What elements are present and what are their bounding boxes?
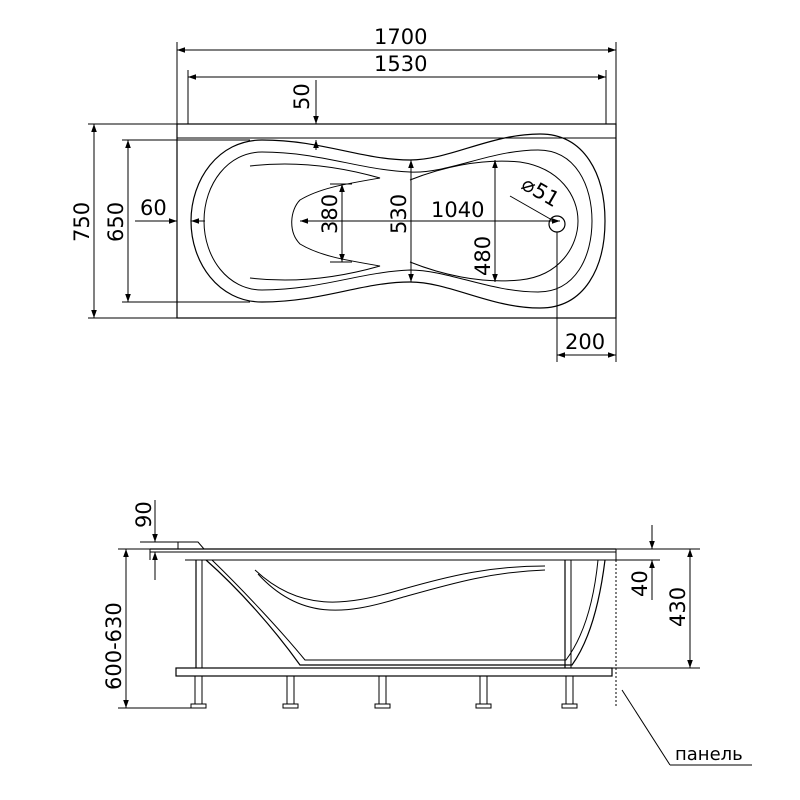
dim-50: 50 <box>290 83 314 110</box>
seat-contour <box>249 163 381 281</box>
leg <box>561 676 578 709</box>
tub-body-profile <box>205 559 606 666</box>
bowl-inner-contour <box>203 149 593 293</box>
dim-1040: 1040 <box>431 198 484 222</box>
bowl-outer-contour <box>190 133 606 309</box>
dim-750: 750 <box>70 202 94 242</box>
dim-1700: 1700 <box>374 25 427 49</box>
dim-430: 430 <box>666 587 690 627</box>
plan-view: 1700 1530 50 750 650 60 380 530 1040 <box>70 25 617 362</box>
drain-icon <box>548 215 566 233</box>
leg <box>374 676 391 709</box>
dim-600-630: 600-630 <box>102 602 126 690</box>
dim-480: 480 <box>471 236 495 276</box>
side-view: панель 90 600-630 40 430 <box>102 500 752 766</box>
dim-40: 40 <box>628 570 652 597</box>
dim-60: 60 <box>140 196 167 220</box>
footwell-contour <box>409 160 579 282</box>
drain-leader <box>509 195 553 221</box>
leg <box>475 676 492 709</box>
seat-curve <box>257 569 546 611</box>
frame-base <box>175 667 613 677</box>
leg <box>190 676 207 709</box>
dim-90: 90 <box>132 501 156 528</box>
panel-leader <box>621 689 671 766</box>
panel-label: панель <box>675 744 743 765</box>
dim-650: 650 <box>104 202 128 242</box>
headrest <box>177 541 205 550</box>
dim-530: 530 <box>387 194 411 234</box>
dim-380: 380 <box>318 194 342 234</box>
dim-1530: 1530 <box>374 52 427 76</box>
dim-200: 200 <box>565 330 605 354</box>
leg <box>282 676 299 709</box>
